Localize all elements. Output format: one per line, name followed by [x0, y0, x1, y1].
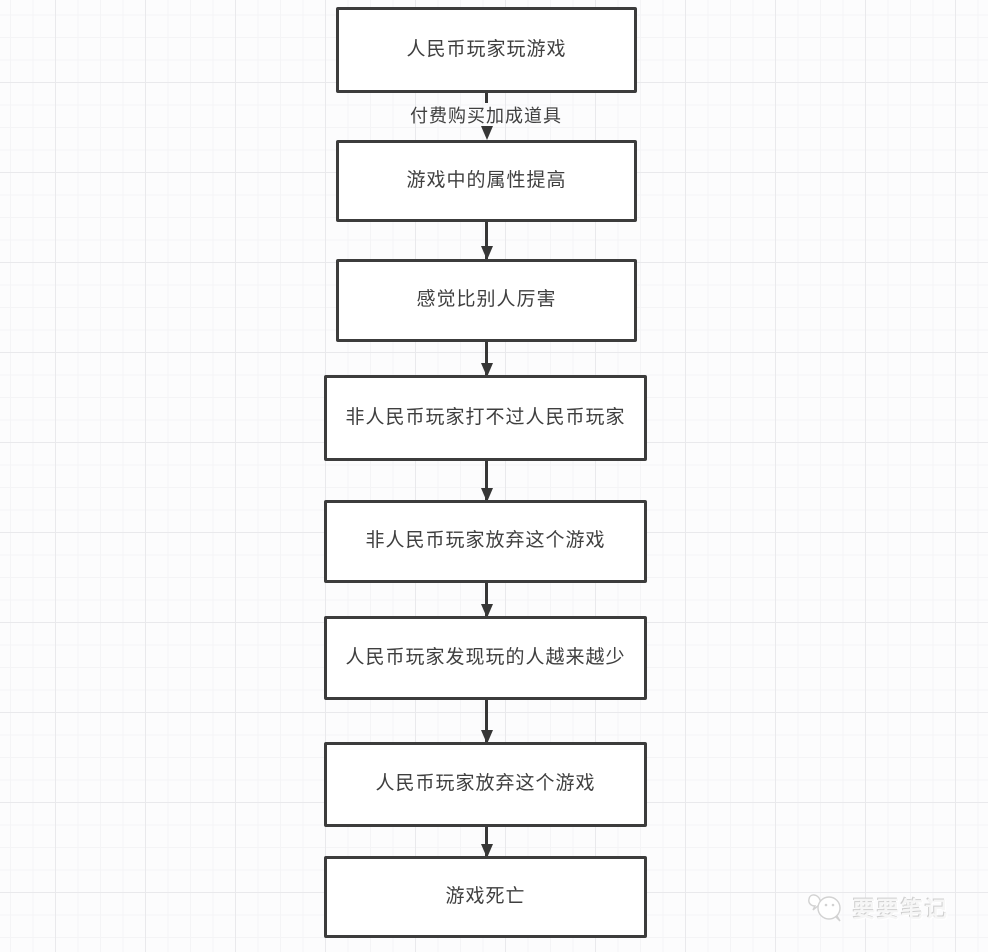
flow-node-game-dies: 游戏死亡 [324, 856, 647, 938]
flow-node-feel-superior: 感觉比别人厉害 [336, 259, 637, 342]
flow-node-nonrmb-quit: 非人民币玩家放弃这个游戏 [324, 500, 647, 583]
arrow-down-icon [480, 126, 493, 140]
flow-node-label: 感觉比别人厉害 [416, 289, 557, 311]
arrow-down-icon [485, 583, 488, 617]
flow-node-attributes-improve: 游戏中的属性提高 [336, 140, 637, 222]
edge-label-pay-for-items: 付费购买加成道具 [410, 106, 562, 126]
watermark: 要要笔记 [806, 890, 949, 926]
flow-node-rmb-notice-fewer-players: 人民币玩家发现玩的人越来越少 [324, 616, 647, 700]
connector-line [485, 93, 488, 103]
arrow-down-icon [485, 827, 488, 857]
flow-node-rmb-players-play: 人民币玩家玩游戏 [336, 7, 637, 93]
flow-node-label: 人民币玩家放弃这个游戏 [375, 773, 596, 795]
flow-node-label: 人民币玩家发现玩的人越来越少 [345, 646, 626, 668]
flow-node-label: 非人民币玩家放弃这个游戏 [365, 530, 606, 552]
flow-node-label: 人民币玩家玩游戏 [406, 38, 567, 60]
watermark-text: 要要笔记 [853, 897, 950, 922]
flow-node-label: 游戏死亡 [445, 885, 526, 907]
flow-node-label: 游戏中的属性提高 [406, 169, 567, 191]
arrow-down-icon [485, 342, 488, 376]
flow-node-nonrmb-cannot-win: 非人民币玩家打不过人民币玩家 [324, 375, 647, 461]
flow-node-label: 非人民币玩家打不过人民币玩家 [345, 406, 626, 428]
arrow-down-icon [485, 222, 488, 259]
flow-node-rmb-quit: 人民币玩家放弃这个游戏 [324, 742, 647, 827]
arrow-down-icon [485, 700, 488, 743]
arrow-down-icon [485, 461, 488, 501]
chat-bubbles-icon [808, 894, 841, 922]
